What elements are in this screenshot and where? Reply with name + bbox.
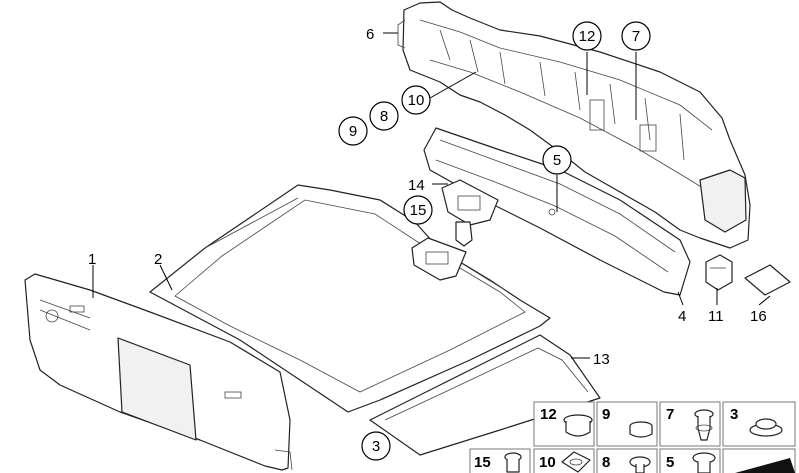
callout-circle-5 [542,145,572,175]
callout-7: 7 [632,28,640,45]
clip-part-11 [705,254,733,291]
legend-label: 9 [602,406,610,423]
plug-cap-drawing [563,414,593,437]
legend-cell [469,448,531,473]
callout-2: 2 [154,251,162,268]
rear-panel-trim [397,1,751,249]
screw-grommet-drawing [629,456,651,473]
callout-8: 8 [380,108,388,125]
callout-circle-12 [572,21,602,51]
callout-circle-10 [401,85,431,115]
pad-part-16 [744,264,791,296]
callout-12: 12 [579,28,596,45]
side-trim-panel [24,273,293,471]
callout-4: 4 [678,308,686,325]
callout-3: 3 [372,438,380,455]
push-rivet-drawing [694,409,714,441]
legend-label: 5 [666,454,674,471]
slotted-clip-drawing [561,451,591,473]
legend-label: 10 [539,454,556,471]
callout-labels: 6 12 7 10 8 9 5 14 15 1 2 4 11 16 13 3 [88,21,767,461]
callout-16: 16 [750,308,767,325]
callout-1: 1 [88,251,96,268]
legend-label: 7 [666,406,674,423]
callout-circle-9 [338,116,368,146]
latch-strike [411,237,467,281]
legend-label: 3 [730,406,738,423]
latch-bracket [441,179,499,247]
callout-15: 15 [410,202,427,219]
arrow-indicator-icon [735,458,795,473]
callout-5: 5 [553,152,561,169]
trunk-floor-covering [149,184,551,413]
legend-label: 12 [540,406,557,423]
callout-circle-8 [369,101,399,131]
legend-label: 8 [602,454,610,471]
round-plug-drawing [629,421,653,438]
expanding-clip-drawing [504,452,522,473]
snap-rivet-drawing [692,452,716,473]
callout-circle-3 [361,431,391,461]
legend-label: 15 [474,454,491,471]
fastener-legend: 12 9 7 3 15 10 8 5 [469,401,796,473]
callout-6: 6 [366,26,374,43]
callout-circle-15 [403,195,433,225]
callout-circle-7 [621,21,651,51]
callout-14: 14 [408,177,425,194]
callout-9: 9 [349,123,357,140]
floor-mat [369,334,601,456]
washer-clip-drawing [749,418,783,437]
leader-lines [92,32,771,359]
callout-13: 13 [593,351,610,368]
callout-11: 11 [708,308,724,325]
callout-10: 10 [408,92,425,109]
